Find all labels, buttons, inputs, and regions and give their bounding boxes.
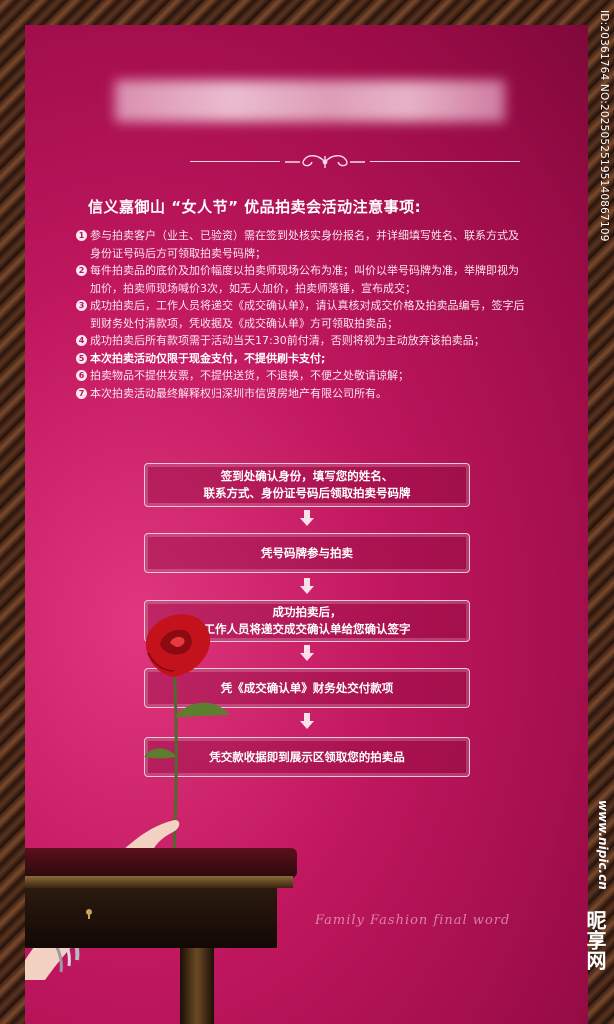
flow-step-5: 凭交款收据即到展示区领取您的拍卖品 xyxy=(144,737,470,777)
number-badge: 4 xyxy=(76,335,87,346)
image-id-text: ID:20361764 NO:20250525195140867109 xyxy=(598,10,612,270)
number-badge: 1 xyxy=(76,230,87,241)
number-badge: 7 xyxy=(76,387,87,399)
notice-heading: 信义嘉御山 “女人节” 优品拍卖会活动注意事项: xyxy=(88,198,422,216)
ornament-divider xyxy=(190,152,520,172)
flow-step-text: 成功拍卖后， xyxy=(272,605,342,619)
flow-step-text: 凭交款收据即到展示区领取您的拍卖品 xyxy=(209,749,405,764)
site-brand: www.nipic.cn 昵享网 xyxy=(583,800,610,1020)
flow-step-text: 凭《成交确认单》财务处交付款项 xyxy=(220,680,394,695)
notice-text: 本次拍卖活动仅限于现金支付，不提供刷卡支付; xyxy=(90,351,326,365)
keyhole-icon xyxy=(86,909,92,919)
notice-text: 每件拍卖品的底价及加价幅度以拍卖师现场公布为准；叫价以举号码牌为准，举牌即视为加… xyxy=(90,264,519,295)
number-badge: 6 xyxy=(76,370,87,381)
arrow-down-icon xyxy=(300,510,314,526)
notice-text: 拍卖物品不提供发票，不提供送货，不退换，不便之处敬请谅解； xyxy=(90,369,409,382)
flow-step-4: 凭《成交确认单》财务处交付款项 xyxy=(144,668,470,708)
table-leg xyxy=(180,948,214,1024)
scroll-ornament-icon xyxy=(285,155,365,168)
notice-text: 参与拍卖客户（业主、已验资）需在签到处核实身份报名，并详细填写姓名、联系方式及身… xyxy=(90,229,519,260)
id-text: ID:20361764 NO:20250525195140867109 xyxy=(598,10,610,242)
table-rim xyxy=(25,876,293,888)
site-logo-text: 昵享网 xyxy=(583,910,607,970)
flow-step-2: 凭号码牌参与拍卖 xyxy=(144,533,470,573)
flow-step-text: 工作人员将递交成交确认单给您确认签字 xyxy=(203,622,411,636)
notice-text: 成功拍卖后，工作人员将递交《成交确认单》，请认真核对成交价格及拍卖品编号，签字后… xyxy=(90,299,525,330)
arrow-down-icon xyxy=(300,578,314,594)
notice-text: 成功拍卖后所有款项需于活动当天17:30前付清，否则将视为主动放弃该拍卖品； xyxy=(90,334,485,347)
site-url: www.nipic.cn xyxy=(596,800,610,890)
flow-step-1: 签到处确认身份，填写您的姓名、 联系方式、身份证号码后领取拍卖号码牌 xyxy=(144,463,470,507)
table-body xyxy=(25,888,277,948)
arrow-down-icon xyxy=(300,645,314,661)
flow-step-text: 联系方式、身份证号码后领取拍卖号码牌 xyxy=(203,486,411,500)
number-badge: 2 xyxy=(76,265,87,276)
number-badge: 3 xyxy=(76,300,87,311)
flow-step-text: 签到处确认身份，填写您的姓名、 xyxy=(220,469,394,483)
number-badge: 5 xyxy=(76,352,87,364)
script-watermark: Family Fashion final word xyxy=(315,913,511,928)
flow-step-text: 凭号码牌参与拍卖 xyxy=(261,545,353,560)
blurred-title-graphic xyxy=(115,80,505,122)
arrow-down-icon xyxy=(300,713,314,729)
notice-text: 本次拍卖活动最终解释权归深圳市信贤房地产有限公司所有。 xyxy=(90,386,387,400)
table-top xyxy=(25,848,297,878)
